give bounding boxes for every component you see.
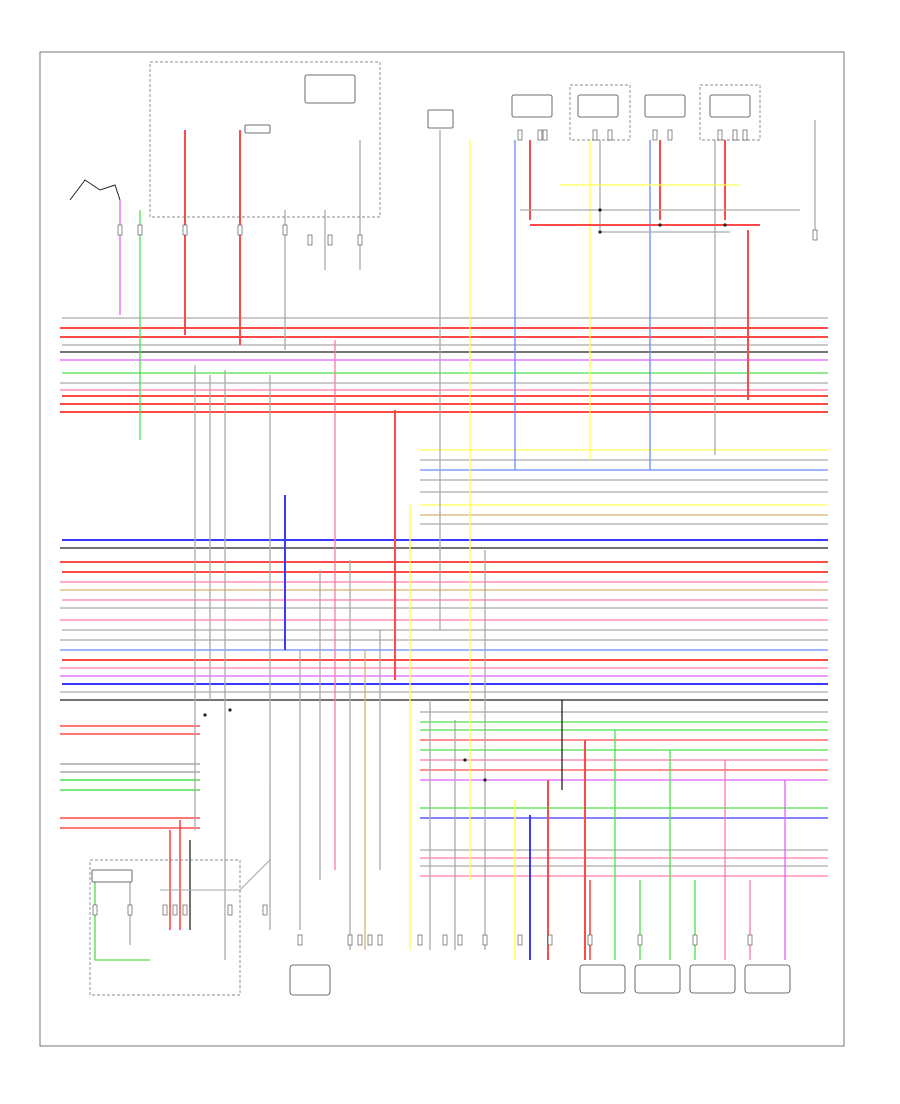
splice-dot [228,708,232,712]
connector-pin [297,934,303,946]
connector-pin [172,904,178,916]
connector-pin [92,904,98,916]
injector-4 [744,964,791,994]
connector-pin [482,934,488,946]
connector-pin [667,129,673,141]
connector-pin [127,904,133,916]
connector-pin [367,934,373,946]
connector-pin [282,224,288,236]
splice-dot [598,230,602,234]
ground-symbol [69,179,121,201]
sensor-box [427,109,454,129]
splice-dot [658,223,662,227]
splice-dot [723,223,727,227]
connector-pin [237,224,243,236]
connector-pin [117,224,123,236]
injector-1 [579,964,626,994]
splice-dot [598,208,602,212]
connector-pin [592,129,598,141]
dashed-component [569,84,631,141]
ignition-coil-3 [644,94,686,118]
diagram-border [39,51,845,1047]
connector-pin [652,129,658,141]
sensor-box [289,964,331,996]
connector-pin [227,904,233,916]
connector-pin [442,934,448,946]
connector-pin [717,129,723,141]
connector-pin [357,934,363,946]
connector-pin [747,934,753,946]
relay-box [304,74,356,104]
ignition-coil-2 [577,94,619,118]
connector-pin [182,224,188,236]
ignition-coil-4 [709,94,751,118]
connector-pin [537,129,543,141]
connector-pin [417,934,423,946]
connector-pin [587,934,593,946]
dashed-component [89,859,241,996]
connector-pin [607,129,613,141]
dashed-component [149,61,381,218]
sensor-box [91,869,133,883]
connector-pin [692,934,698,946]
connector-pin [517,934,523,946]
ignition-coil-1 [511,94,553,118]
splice-dot [483,778,487,782]
connector-pin [327,234,333,246]
harness-wire [160,780,271,891]
splice-dot [203,713,207,717]
component-layer [89,61,818,996]
connector-pin [732,129,738,141]
wire-layer [60,120,828,961]
injector-3 [689,964,736,994]
connector-pin [547,934,553,946]
connector-pin [457,934,463,946]
connector-pin [137,224,143,236]
connector-pin [377,934,383,946]
dashed-component [699,84,761,141]
connector-pin [357,234,363,246]
connector-pin [517,129,523,141]
switch-box [244,124,271,134]
connector-pin [262,904,268,916]
connector-pin [347,934,353,946]
injector-2 [634,964,681,994]
connector-pin [542,129,548,141]
connector-pin [307,234,313,246]
connector-pin [182,904,188,916]
harness-wire [94,880,150,961]
connector-pin [637,934,643,946]
connector-pin [742,129,748,141]
connector-pin [812,229,818,241]
splice-dot [463,758,467,762]
connector-pin [162,904,168,916]
